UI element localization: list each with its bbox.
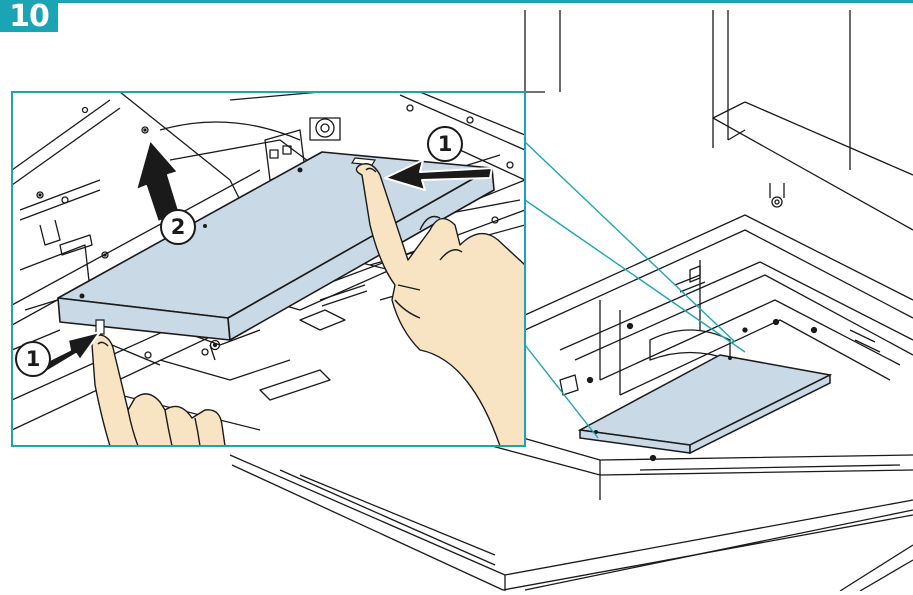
detail-view	[12, 92, 525, 446]
hand-icon	[355, 163, 525, 446]
hand-icon	[91, 334, 226, 446]
zoom-line-mid	[524, 199, 746, 353]
arrow-icon	[39, 331, 101, 373]
zoom-line-low	[524, 344, 599, 439]
detail-frame	[11, 91, 526, 447]
callout-push-top: 1	[427, 126, 463, 162]
callout-lift: 2	[160, 209, 196, 245]
step-number-badge: 10	[0, 0, 58, 34]
zoom-line-top	[524, 141, 736, 343]
arrow-icon	[384, 159, 493, 191]
arrow-up-icon	[135, 139, 181, 223]
filter-panel-overview	[577, 354, 833, 455]
appliance-overview	[229, 10, 913, 592]
callout-push-bottom: 1	[15, 341, 51, 377]
